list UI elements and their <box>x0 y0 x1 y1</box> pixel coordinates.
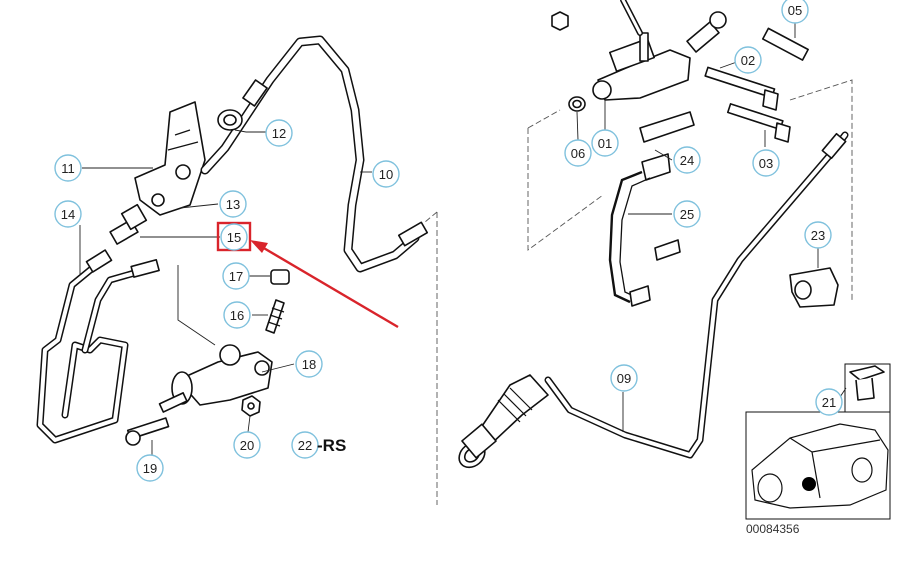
callout-label: 20 <box>240 438 254 453</box>
callout-label: 13 <box>226 197 240 212</box>
callout-02[interactable]: 02 <box>734 46 762 74</box>
callout-09[interactable]: 09 <box>610 364 638 392</box>
bellows-connector <box>458 374 549 469</box>
callout-16[interactable]: 16 <box>223 301 251 329</box>
harness-25 <box>608 170 681 307</box>
callout-17[interactable]: 17 <box>222 262 250 290</box>
callout-label: 06 <box>571 146 585 161</box>
callout-label: 11 <box>61 161 75 176</box>
callout-label: 24 <box>680 153 694 168</box>
master-cylinder-01 <box>592 0 727 101</box>
callout-14[interactable]: 14 <box>54 200 82 228</box>
hose-10 <box>200 35 429 273</box>
fitting-15 <box>109 203 148 245</box>
slave-cylinder-18 <box>158 344 273 413</box>
callout-label: 10 <box>379 167 393 182</box>
reference-number: 00084356 <box>746 522 800 536</box>
callout-label: 15 <box>227 230 241 245</box>
callout-label: 01 <box>598 136 612 151</box>
callout-24[interactable]: 24 <box>673 146 701 174</box>
o-ring-06 <box>568 96 586 112</box>
callout-label: 02 <box>741 53 755 68</box>
callout-label: 23 <box>811 228 825 243</box>
callout-20[interactable]: 20 <box>233 431 261 459</box>
cap-17 <box>270 269 290 285</box>
nut-20 <box>241 395 261 417</box>
callout-label: 22 <box>298 438 312 453</box>
callout-13[interactable]: 13 <box>219 190 247 218</box>
callout-label: 25 <box>680 207 694 222</box>
fitting-12 <box>217 109 243 131</box>
callout-05[interactable]: 05 <box>781 0 809 24</box>
callout-22[interactable]: 22 <box>291 431 319 459</box>
callout-10[interactable]: 10 <box>372 160 400 188</box>
callout-15[interactable]: 15 <box>220 223 248 251</box>
callout-19[interactable]: 19 <box>136 454 164 482</box>
callout-03[interactable]: 03 <box>752 149 780 177</box>
clamp-23 <box>789 267 839 308</box>
section-separator <box>424 211 438 505</box>
bolt-02 <box>704 66 779 111</box>
callout-18[interactable]: 18 <box>295 350 323 378</box>
nut-top <box>551 11 569 31</box>
pipe-line-09 <box>544 131 849 459</box>
callout-11[interactable]: 11 <box>54 154 82 182</box>
callout-21[interactable]: 21 <box>815 388 843 416</box>
callout-label: 05 <box>788 3 802 18</box>
pin-05 <box>761 27 809 61</box>
arrowhead <box>250 240 268 253</box>
callout-label: 19 <box>143 461 157 476</box>
highlight-arrow <box>261 245 399 329</box>
callout-label: 12 <box>272 126 286 141</box>
callout-label: 16 <box>230 308 244 323</box>
callout-label: 17 <box>229 269 243 284</box>
rs-label: -RS <box>317 436 346 455</box>
callout-01[interactable]: 01 <box>591 129 619 157</box>
dashed-group-right <box>527 79 853 300</box>
bolt-19 <box>125 417 170 446</box>
screw-16 <box>265 299 285 334</box>
inset-car-view <box>745 411 891 520</box>
bracket-11 <box>134 101 206 216</box>
bolt-03 <box>726 103 791 143</box>
switch-24 <box>639 111 695 181</box>
callout-label: 09 <box>617 371 631 386</box>
callout-25[interactable]: 25 <box>673 200 701 228</box>
callout-23[interactable]: 23 <box>804 221 832 249</box>
callout-label: 14 <box>61 207 75 222</box>
callout-label: 03 <box>759 156 773 171</box>
inset-clip-21 <box>844 363 891 413</box>
pipe-line-14 <box>36 249 160 444</box>
callout-label: 21 <box>822 395 836 410</box>
callout-12[interactable]: 12 <box>265 119 293 147</box>
callout-label: 18 <box>302 357 316 372</box>
callout-06[interactable]: 06 <box>564 139 592 167</box>
